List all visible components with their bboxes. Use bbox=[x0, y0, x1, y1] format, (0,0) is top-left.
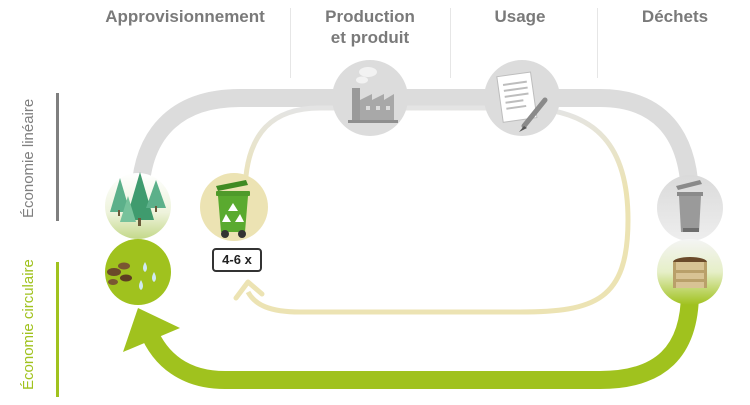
header-production: Production et produit bbox=[300, 6, 440, 48]
header-waste: Déchets bbox=[641, 7, 709, 26]
linear-flow-arrow bbox=[131, 89, 699, 201]
trash-bin-icon bbox=[657, 175, 723, 241]
forest-icon bbox=[105, 172, 171, 239]
header-usage: Usage bbox=[494, 7, 546, 26]
recycling-bin-icon bbox=[200, 173, 268, 241]
header-divider bbox=[450, 8, 451, 78]
header-supply: Approvisionnement bbox=[105, 7, 265, 26]
reuse-arrowhead bbox=[233, 279, 265, 301]
circular-flow-arrow bbox=[139, 291, 699, 389]
header-divider bbox=[290, 8, 291, 78]
linear-economy-bar bbox=[56, 93, 59, 221]
raw-materials-water-icon bbox=[105, 239, 171, 305]
circular-arrowhead bbox=[123, 308, 180, 352]
reuse-flow-arrow bbox=[242, 105, 631, 315]
header-production-line1: Production bbox=[325, 7, 415, 26]
reuse-count-badge: 4-6 x bbox=[212, 248, 262, 272]
circular-economy-bar bbox=[56, 262, 59, 397]
document-pen-icon bbox=[484, 60, 560, 136]
compost-crate-icon bbox=[657, 239, 723, 305]
header-production-line2: et produit bbox=[330, 28, 410, 47]
factory-icon bbox=[332, 60, 408, 136]
header-divider bbox=[597, 8, 598, 78]
